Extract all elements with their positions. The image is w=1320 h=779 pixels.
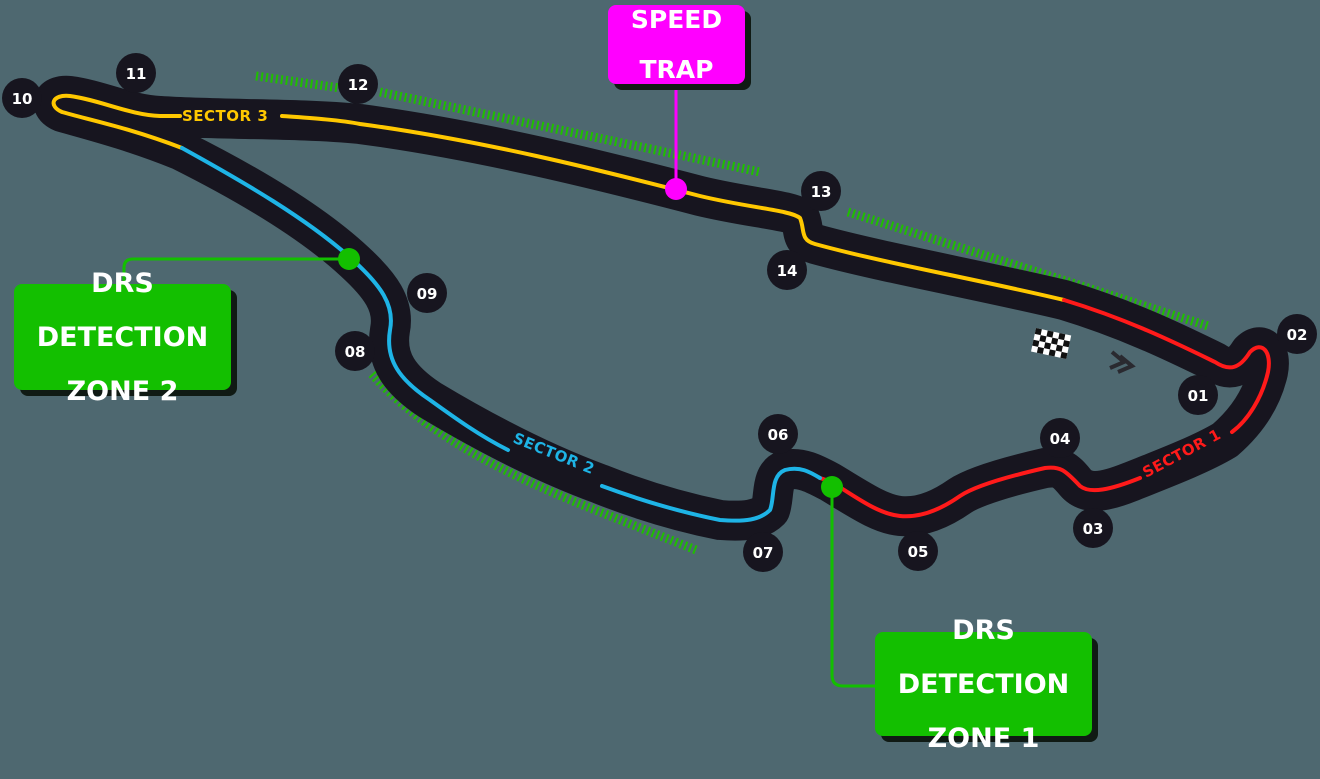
svg-text:05: 05 — [908, 543, 929, 561]
svg-text:03: 03 — [1083, 520, 1104, 538]
direction-chevron-icon — [1109, 350, 1136, 374]
sector-3-line — [51, 93, 1066, 302]
svg-text:12: 12 — [348, 76, 369, 94]
svg-text:11: 11 — [126, 65, 147, 83]
turn-01[interactable]: 01 — [1178, 375, 1218, 415]
turn-08[interactable]: 08 — [335, 331, 375, 371]
turn-09[interactable]: 09 — [407, 273, 447, 313]
svg-text:09: 09 — [417, 285, 438, 303]
drs-1-line2: DETECTION — [897, 668, 1070, 700]
speed-trap-callout: SPEED TRAP — [608, 5, 745, 84]
turn-02[interactable]: 02 — [1277, 314, 1317, 354]
turn-07[interactable]: 07 — [743, 532, 783, 572]
svg-text:02: 02 — [1287, 326, 1308, 344]
svg-text:06: 06 — [768, 426, 789, 444]
svg-text:04: 04 — [1050, 430, 1071, 448]
svg-text:07: 07 — [753, 544, 774, 562]
turn-markers: 01 02 03 04 05 06 07 08 09 10 11 12 13 1… — [2, 53, 1317, 572]
drs-detection-zone-2-callout: DRS DETECTION ZONE 2 — [14, 270, 231, 405]
sector-3-label: SECTOR 3 — [182, 107, 268, 125]
svg-text:10: 10 — [12, 90, 33, 108]
drs-1-line1: DRS — [952, 614, 1015, 646]
checkered-flag-icon — [1031, 328, 1072, 359]
circuit-map: SECTOR 3 SECTOR 2 SECTOR 1 01 02 03 04 0… — [2, 53, 1317, 688]
drs-2-line2: DETECTION — [36, 321, 209, 353]
drs-2-line3: ZONE 2 — [66, 375, 179, 407]
turn-12[interactable]: 12 — [338, 64, 378, 104]
turn-06[interactable]: 06 — [758, 414, 798, 454]
turn-03[interactable]: 03 — [1073, 508, 1113, 548]
turn-14[interactable]: 14 — [767, 250, 807, 290]
turn-11[interactable]: 11 — [116, 53, 156, 93]
svg-text:13: 13 — [811, 183, 832, 201]
turn-13[interactable]: 13 — [801, 171, 841, 211]
svg-text:14: 14 — [777, 262, 798, 280]
drs-2-line1: DRS — [91, 267, 154, 299]
drs-zone-1-marker — [821, 476, 875, 688]
sector-2-line — [180, 146, 822, 523]
turn-05[interactable]: 05 — [898, 531, 938, 571]
svg-text:08: 08 — [345, 343, 366, 361]
speed-trap-marker — [665, 84, 687, 200]
speed-trap-line1: SPEED — [630, 5, 723, 34]
svg-text:01: 01 — [1188, 387, 1209, 405]
drs-detection-zone-1-callout: DRS DETECTION ZONE 1 — [875, 617, 1092, 752]
drs-zone-2-marker — [122, 248, 360, 284]
turn-04[interactable]: 04 — [1040, 418, 1080, 458]
speed-trap-line2: TRAP — [639, 55, 714, 84]
drs-1-line3: ZONE 1 — [927, 722, 1040, 754]
turn-10[interactable]: 10 — [2, 78, 42, 118]
